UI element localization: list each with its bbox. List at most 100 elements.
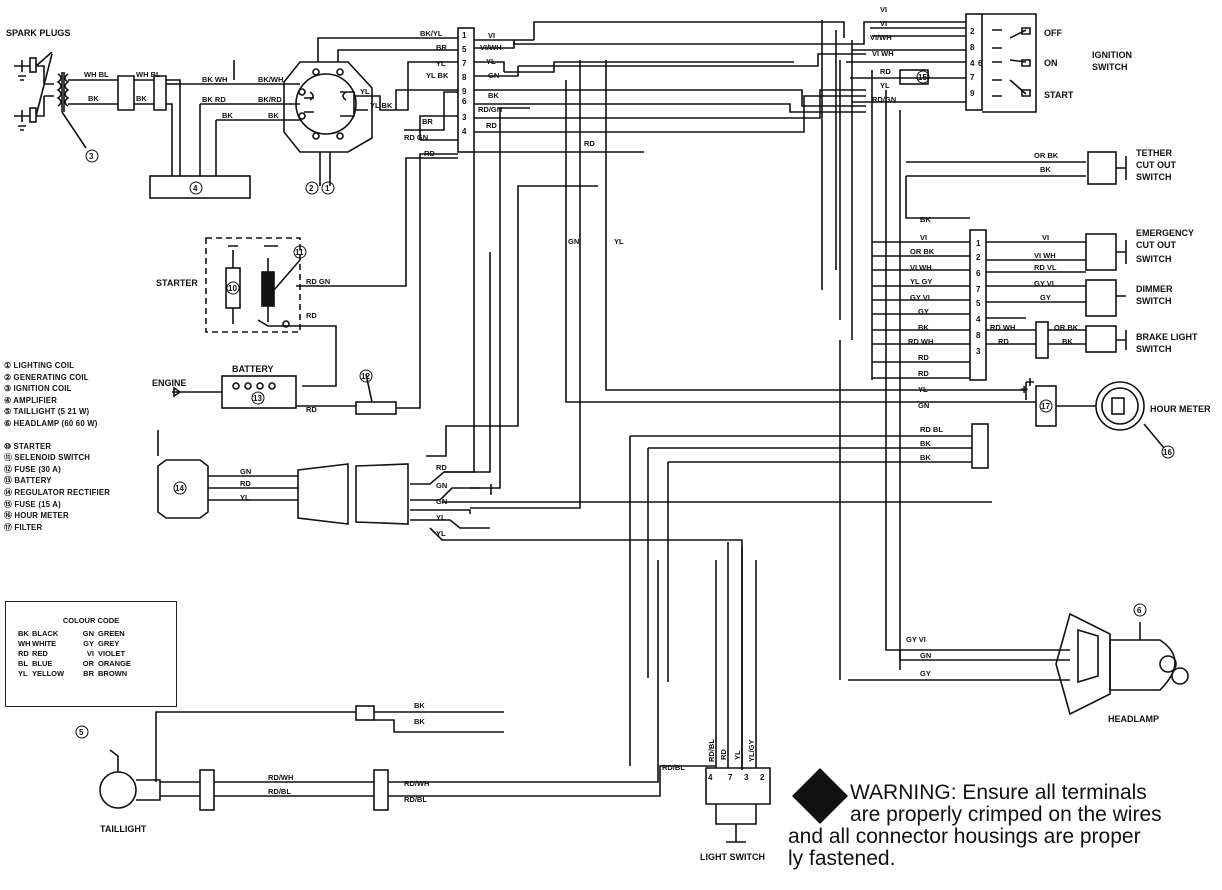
svg-text:BK: BK [414, 701, 425, 710]
svg-text:5: 5 [462, 45, 467, 54]
tether-label-2: CUT OUT [1136, 160, 1176, 170]
svg-text:VI/WH: VI/WH [870, 33, 892, 42]
callout-11: 11 [295, 248, 304, 257]
svg-text:VI: VI [1042, 233, 1049, 242]
svg-text:BK: BK [1062, 337, 1073, 346]
pin-numbers: 1 5 7 8 9 6 3 4 2 8 4 6 7 9 1 2 6 7 5 4 … [462, 27, 983, 782]
legend-item: ③ IGNITION COIL [4, 384, 72, 394]
svg-text:5: 5 [976, 299, 981, 308]
colour-code-title: COLOUR CODE [62, 616, 120, 625]
warning-line-1: WARNING: Ensure all terminals [850, 781, 1147, 804]
svg-text:8: 8 [976, 331, 981, 340]
svg-text:BK: BK [414, 717, 425, 726]
svg-text:YL BK: YL BK [370, 101, 393, 110]
svg-text:YL: YL [240, 493, 250, 502]
svg-text:RD WH: RD WH [990, 323, 1015, 332]
emergency-label: EMERGENCY [1136, 228, 1194, 238]
svg-text:RD: RD [240, 479, 251, 488]
ignition-switch-label-2: SWITCH [1092, 62, 1128, 72]
svg-text:YL: YL [918, 385, 928, 394]
svg-text:OR BK: OR BK [910, 247, 935, 256]
on-label: ON [1044, 58, 1058, 68]
svg-text:GN: GN [918, 401, 929, 410]
callout-15: 15 [918, 73, 927, 82]
callout-3: 3 [89, 152, 94, 161]
svg-text:RD: RD [486, 121, 497, 130]
callout-17: 17 [1041, 402, 1050, 411]
svg-text:GN: GN [920, 651, 931, 660]
callout-6: 6 [1137, 606, 1142, 615]
svg-text:BK: BK [88, 94, 99, 103]
svg-text:9: 9 [462, 87, 467, 96]
svg-text:VI WH: VI WH [1034, 251, 1056, 260]
svg-text:1: 1 [462, 31, 467, 40]
svg-text:YL: YL [436, 59, 446, 68]
svg-text:RD: RD [436, 463, 447, 472]
headlamp-label: HEADLAMP [1108, 714, 1159, 724]
legend-item: ⑪ SELENOID SWITCH [4, 453, 91, 463]
callout-14: 14 [175, 484, 184, 493]
legend-item: ⑩ STARTER [4, 441, 52, 451]
svg-text:RD: RD [584, 139, 595, 148]
svg-text:RD: RD [880, 67, 891, 76]
legend-spacer [4, 430, 179, 441]
svg-text:RD/GN: RD/GN [478, 105, 502, 114]
wire-labels: WH BL WH BL BK BK BK WH BK/WH BK RD BK/R… [84, 5, 1079, 804]
svg-text:VI: VI [488, 31, 495, 40]
dimmer-label: DIMMER [1136, 284, 1173, 294]
svg-text:7: 7 [728, 773, 733, 782]
svg-text:GN: GN [240, 467, 251, 476]
svg-text:BK WH: BK WH [202, 75, 227, 84]
svg-text:BK: BK [920, 439, 931, 448]
svg-text:7: 7 [976, 285, 981, 294]
callout-10: 10 [228, 284, 237, 293]
legend-item: ⑭ REGULATOR RECTIFIER [4, 487, 111, 497]
svg-text:2: 2 [976, 253, 981, 262]
svg-text:GY VI: GY VI [906, 635, 926, 644]
legend-item: ⑤ TAILLIGHT (5 21 W) [4, 407, 90, 417]
off-label: OFF [1044, 28, 1062, 38]
svg-text:BR: BR [422, 117, 433, 126]
magneto [283, 61, 373, 153]
svg-text:BK: BK [1040, 165, 1051, 174]
legend-item: ① LIGHTING COIL [4, 361, 75, 370]
engine-label: ENGINE [152, 378, 187, 388]
svg-text:BK: BK [918, 323, 929, 332]
callout-4: 4 [193, 184, 198, 193]
starter-label: STARTER [156, 278, 198, 288]
svg-text:RD WH: RD WH [908, 337, 933, 346]
svg-text:6: 6 [978, 59, 983, 68]
svg-text:RD/BL: RD/BL [707, 739, 716, 762]
svg-text:7: 7 [970, 73, 975, 82]
svg-text:RD/BL: RD/BL [268, 787, 291, 796]
svg-text:BK RD: BK RD [202, 95, 226, 104]
emergency-label-3: SWITCH [1136, 254, 1172, 264]
svg-text:4: 4 [708, 773, 713, 782]
svg-text:WH BL: WH BL [136, 70, 161, 79]
svg-text:YL: YL [733, 750, 742, 760]
legend-item: ⑥ HEADLAMP (60 60 W) [4, 418, 98, 428]
svg-text:VI WH: VI WH [872, 49, 894, 58]
svg-text:VI/WH: VI/WH [480, 43, 502, 52]
svg-text:RD: RD [306, 311, 317, 320]
dimmer-label-2: SWITCH [1136, 296, 1172, 306]
callout-1: 1 [325, 184, 330, 193]
callout-13: 13 [253, 394, 262, 403]
svg-text:BK: BK [920, 453, 931, 462]
warning-line-2: are properly crimped on the wires [850, 803, 1162, 826]
svg-text:8: 8 [462, 73, 467, 82]
svg-text:2: 2 [970, 27, 975, 36]
svg-text:YL GY: YL GY [910, 277, 932, 286]
svg-text:4: 4 [976, 315, 981, 324]
svg-text:RD: RD [918, 353, 929, 362]
svg-text:4: 4 [462, 127, 467, 136]
legend-item: ⑰ FILTER [4, 522, 43, 532]
tether-label: TETHER [1136, 148, 1173, 158]
svg-text:VI: VI [880, 19, 887, 28]
callout-12: 12 [361, 372, 370, 381]
svg-text:BK: BK [222, 111, 233, 120]
svg-text:BK/WH: BK/WH [258, 75, 283, 84]
svg-text:WH BL: WH BL [84, 70, 109, 79]
svg-text:YL: YL [436, 513, 446, 522]
